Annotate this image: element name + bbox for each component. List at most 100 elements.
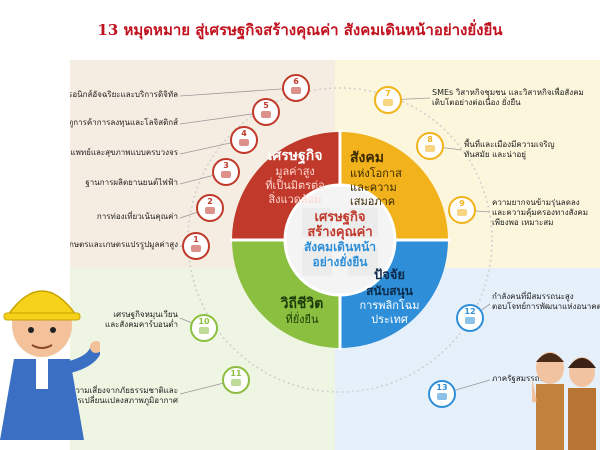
center-line-1: เศรษฐกิจ	[314, 210, 366, 225]
society-segment	[340, 132, 448, 240]
factor-text: ปัจจัย สนับสนุน การพลิกโฉม ประเทศ	[342, 268, 437, 327]
economy-line-2: ที่เป็นมิตรต่อ	[265, 179, 325, 192]
goal-3-number: 3	[223, 161, 229, 170]
economy-heading: เศรษฐกิจ	[267, 148, 323, 164]
society-text: สังคม แห่งโอกาส และความ เสมอภาค	[350, 150, 435, 209]
goal-13-label: ภาครัฐสมรรถนะสูง	[492, 374, 558, 383]
goal-2-badge: 2	[196, 194, 224, 222]
goal-3-badge: 3	[212, 158, 240, 186]
goal-8-label: พื้นที่และเมืองมีความเจริญ ทันสมัย และน่…	[464, 140, 555, 160]
goal-1-number: 1	[193, 235, 199, 244]
goal-4-badge: 4	[230, 126, 258, 154]
hard-hat-icon	[6, 290, 78, 316]
center-line-2: สร้างคุณค่า	[307, 225, 373, 240]
goal-10-number: 10	[198, 317, 210, 326]
goal-2-icon	[205, 207, 215, 214]
goal-7-label: SMEs วิสาหกิจชุมชน และวิสาหกิจเพื่อสังคม…	[432, 88, 584, 108]
mascot-engineer-illustration	[0, 290, 100, 440]
goal-7-icon	[383, 99, 393, 106]
goal-9-label-line-3: เพียงพอ เหมาะสม	[492, 218, 554, 227]
goal-6-icon	[291, 87, 301, 94]
goal-11-number: 11	[230, 369, 242, 378]
goal-11-badge: 11	[222, 366, 250, 394]
center-puzzle-shapes	[302, 208, 378, 276]
life-line-1: ที่ยั่งยืน	[285, 313, 319, 326]
goal-9-number: 9	[459, 199, 465, 208]
center-line-4: อย่างยั่งยืน	[312, 255, 368, 269]
goal-12-number: 12	[464, 307, 475, 316]
goal-5-icon	[261, 111, 271, 118]
goal-9-label-line-2: และความคุ้มครองทางสังคม	[492, 208, 589, 217]
goal-7-label-line-2: เติบโตอย่างต่อเนื่อง ยั่งยืน	[432, 98, 521, 107]
goal-5-number: 5	[263, 101, 269, 110]
goal-12-label-line-2: ตอบโจทย์การพัฒนาแห่งอนาคต	[492, 302, 600, 311]
goal-10-badge: 10	[190, 314, 218, 342]
goal-1-badge: 1	[182, 232, 210, 260]
goal-7-badge: 7	[374, 86, 402, 114]
goal-13-badge: 13	[428, 380, 456, 408]
goal-11-label: การลดความเสี่ยงจากภัยธรรมชาติและ การเปลี…	[70, 386, 178, 406]
factor-heading: ปัจจัย	[373, 268, 406, 283]
goal-2-label: การท่องเที่ยวเน้นคุณค่า	[96, 212, 178, 221]
factor-segment	[340, 240, 448, 348]
society-heading: สังคม	[350, 150, 384, 166]
goal-13-number: 13	[436, 383, 447, 392]
life-text: วิถีชีวิต ที่ยั่งยืน	[262, 296, 342, 327]
goal-11-label-line-1: การลดความเสี่ยงจากภัยธรรมชาติและ	[70, 386, 178, 395]
goal-5-label: ประตูการค้าการลงทุนและโลจิสติกส์	[70, 118, 178, 127]
people-illustration	[532, 352, 596, 450]
society-line-2: และความ	[350, 181, 397, 194]
goal-8-number: 8	[427, 135, 433, 144]
page-title: 13 หมุดหมาย สู่เศรษฐกิจสร้างคุณค่า สังคม…	[97, 21, 503, 39]
goal-12-label: กำลังคนที่มีสมรรถนะสูง ตอบโจทย์การพัฒนาแ…	[492, 292, 600, 312]
goal-9-label: ความยากจนข้ามรุ่นลดลง และความคุ้มครองทาง…	[492, 198, 588, 228]
society-line-3: เสมอภาค	[350, 195, 396, 208]
economy-segment	[232, 132, 340, 240]
goal-4-number: 4	[241, 129, 247, 138]
goal-9-icon	[457, 209, 467, 216]
goal-1-icon	[191, 245, 201, 252]
goal-10-label-line-1: เศรษฐกิจหมุนเวียน	[113, 310, 178, 319]
goal-8-badge: 8	[416, 132, 444, 160]
outer-ring	[187, 87, 493, 393]
goal-12-badge: 12	[456, 304, 484, 332]
goal-6-badge: 6	[282, 74, 310, 102]
goal-4-label: การแพทย์และสุขภาพแบบครบวงจร	[70, 148, 178, 157]
economy-line-1: มูลค่าสูง	[275, 165, 315, 178]
goal-8-label-line-2: ทันสมัย และน่าอยู่	[464, 150, 526, 159]
society-line-1: แห่งโอกาส	[350, 167, 402, 180]
goal-9-label-line-1: ความยากจนข้ามรุ่นลดลง	[492, 198, 580, 207]
goal-13-icon	[437, 393, 447, 400]
goal-6-number: 6	[293, 77, 299, 86]
factor-line-2: การพลิกโฉม	[359, 299, 420, 312]
goal-11-icon	[231, 379, 241, 386]
goal-7-number: 7	[385, 89, 391, 98]
goal-2-number: 2	[207, 197, 213, 206]
goal-12-label-line-1: กำลังคนที่มีสมรรถนะสูง	[492, 292, 574, 301]
goal-6-label: อิเล็กทรอนิกส์อัจฉริยะและบริการดิจิทัล	[70, 90, 178, 99]
life-segment	[232, 240, 340, 348]
goal-10-icon	[199, 327, 209, 334]
economy-line-3: สิ่งแวดล้อม	[268, 193, 322, 206]
goal-10-label-line-2: และสังคมคาร์บอนต่ำ	[105, 320, 178, 329]
center-line-3: สังคมเดินหน้า	[303, 240, 377, 254]
life-heading: วิถีชีวิต	[280, 296, 324, 312]
goal-4-icon	[239, 139, 249, 146]
goal-12-icon	[465, 317, 475, 324]
goal-8-label-line-1: พื้นที่และเมืองมีความเจริญ	[464, 140, 555, 149]
factor-line-1: สนับสนุน	[366, 284, 413, 298]
goal-7-label-line-1: SMEs วิสาหกิจชุมชน และวิสาหกิจเพื่อสังคม	[432, 88, 584, 97]
goal-5-badge: 5	[252, 98, 280, 126]
goal-1-label: เกษตรและเกษตรแปรรูปมูลค่าสูง	[70, 240, 178, 249]
mascot-body	[0, 359, 84, 440]
goal-3-label: ฐานการผลิตยานยนต์ไฟฟ้า	[85, 178, 178, 187]
economy-text: เศรษฐกิจ มูลค่าสูง ที่เป็นมิตรต่อ สิ่งแว…	[250, 148, 340, 207]
factor-line-3: ประเทศ	[371, 313, 408, 326]
goal-8-icon	[425, 145, 435, 152]
goal-3-icon	[221, 171, 231, 178]
goal-11-label-line-2: การเปลี่ยนแปลงสภาพภูมิอากาศ	[70, 396, 178, 405]
goal-10-label: เศรษฐกิจหมุนเวียน และสังคมคาร์บอนต่ำ	[105, 310, 178, 330]
goal-9-badge: 9	[448, 196, 476, 224]
